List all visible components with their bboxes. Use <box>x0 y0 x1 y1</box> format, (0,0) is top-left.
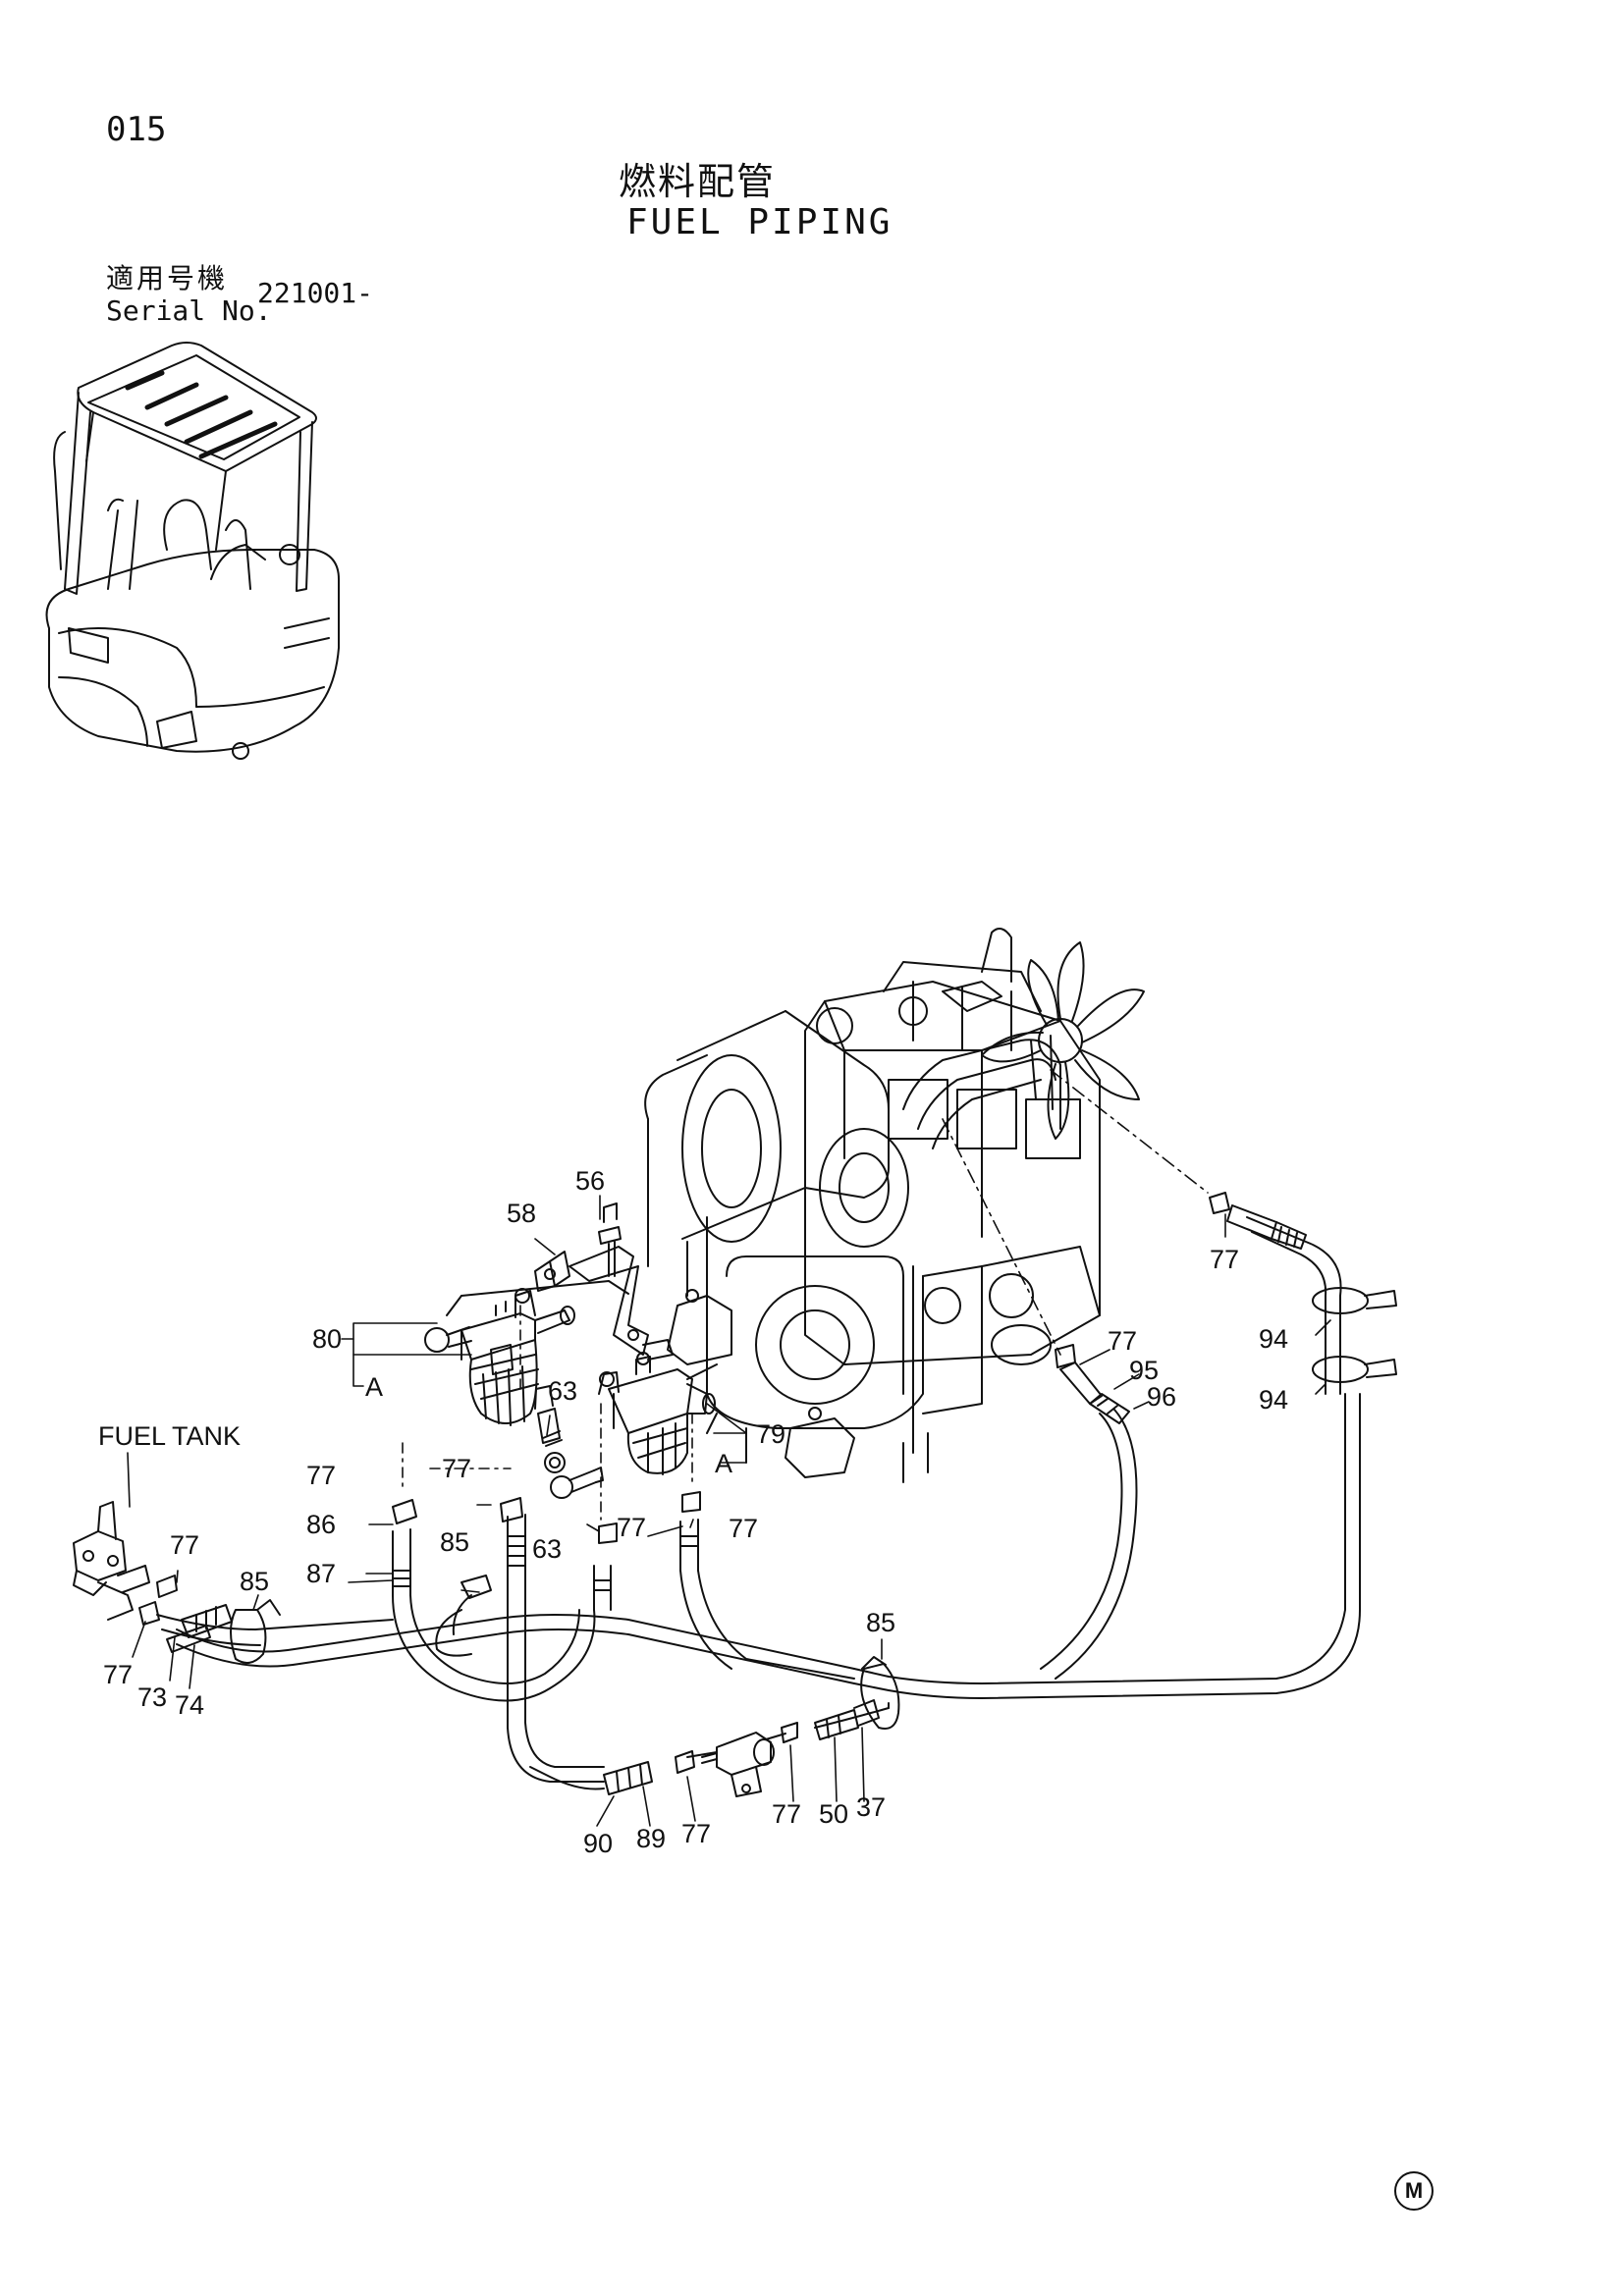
hose-connectors <box>392 1514 699 1611</box>
bolt-63-upper <box>534 1385 566 1473</box>
callout-77: 77 <box>772 1799 801 1829</box>
callout-77: 77 <box>442 1454 471 1483</box>
excavator-thumbnail <box>45 342 340 760</box>
callout-80: 80 <box>312 1324 342 1354</box>
detail-outline-2 <box>446 1295 718 1434</box>
leader-lines <box>127 1069 1331 1827</box>
callout-63-upper: 63 <box>548 1376 577 1406</box>
callout-73: 73 <box>137 1682 167 1712</box>
hose-clamps <box>138 1192 1230 1774</box>
callout-96: 96 <box>1147 1382 1176 1412</box>
clamp-77-g <box>156 1575 178 1598</box>
clamp-77-b <box>500 1497 523 1522</box>
callout-77: 77 <box>306 1461 336 1490</box>
callout-77: 77 <box>1108 1326 1137 1356</box>
clamp-77-h <box>138 1601 160 1626</box>
callout-94: 94 <box>1259 1324 1288 1354</box>
bolt-63-lower <box>550 1467 604 1499</box>
callout-79: 79 <box>756 1419 785 1449</box>
callout-74: 74 <box>175 1690 204 1720</box>
engine-block <box>804 981 1101 1365</box>
fuel-filter-79 <box>598 1352 716 1475</box>
callout-56: 56 <box>575 1166 605 1196</box>
serial-number-value: 221001- <box>257 277 374 309</box>
canopy-roof <box>77 342 317 472</box>
callout-86: 86 <box>306 1510 336 1539</box>
page-number: 015 <box>106 110 167 149</box>
callout-87: 87 <box>306 1559 336 1588</box>
callout-89: 89 <box>636 1824 666 1853</box>
callout-50: 50 <box>819 1799 848 1829</box>
excavator-body <box>45 549 340 753</box>
clamp-77-a <box>392 1499 417 1524</box>
clamp-77-d <box>681 1491 701 1513</box>
air-cleaner <box>681 1054 782 1243</box>
clamp-85 <box>230 1575 900 1730</box>
view-a-label-left: A <box>365 1372 383 1402</box>
callout-77: 77 <box>103 1660 133 1689</box>
title-english: FUEL PIPING <box>626 202 893 242</box>
fuel-hoses <box>156 1216 1361 1790</box>
serial-label-english: Serial No. <box>106 294 272 327</box>
callout-77: 77 <box>729 1514 758 1543</box>
bracket-58 <box>534 1246 674 1361</box>
canopy-post <box>64 392 91 595</box>
callout-77: 77 <box>617 1513 646 1542</box>
fuel-tank-label: FUEL TANK <box>98 1421 241 1451</box>
callout-37: 37 <box>856 1792 886 1822</box>
callout-85: 85 <box>240 1567 269 1596</box>
callout-77: 77 <box>1210 1245 1239 1274</box>
operator-seat <box>163 499 212 570</box>
title-japanese: 燃料配管 <box>619 160 777 203</box>
callout-90: 90 <box>583 1829 613 1858</box>
engine-mount <box>667 1295 732 1365</box>
bolt-56 <box>598 1202 622 1277</box>
callout-85: 85 <box>866 1608 895 1637</box>
clamp-77-i <box>675 1750 695 1774</box>
clamp-77-f <box>1209 1192 1230 1214</box>
clamp-77-j <box>781 1722 798 1743</box>
clamp-94 <box>1312 1287 1397 1383</box>
callout-95: 95 <box>1129 1356 1159 1385</box>
cooling-fan <box>981 941 1145 1140</box>
diagram-labels: FUEL TANK A A 56 58 80 63 79 77 77 63 77… <box>98 1166 1288 1858</box>
hose-fittings <box>166 1204 1307 1797</box>
detail-outline <box>460 1280 718 1380</box>
callout-63-lower: 63 <box>532 1534 562 1564</box>
engine-assembly <box>644 928 1145 1483</box>
callout-77: 77 <box>681 1819 711 1848</box>
clamp-77-c <box>598 1522 618 1544</box>
callout-85: 85 <box>440 1527 469 1557</box>
callout-77: 77 <box>170 1530 199 1560</box>
view-a-label-right: A <box>715 1449 732 1478</box>
serial-label-japanese: 適用号機 <box>106 262 229 294</box>
callout-94: 94 <box>1259 1385 1288 1415</box>
fuel-tank-outlet <box>73 1501 150 1621</box>
m-circle-mark: M <box>1394 2171 1434 2211</box>
callout-58: 58 <box>507 1199 536 1228</box>
